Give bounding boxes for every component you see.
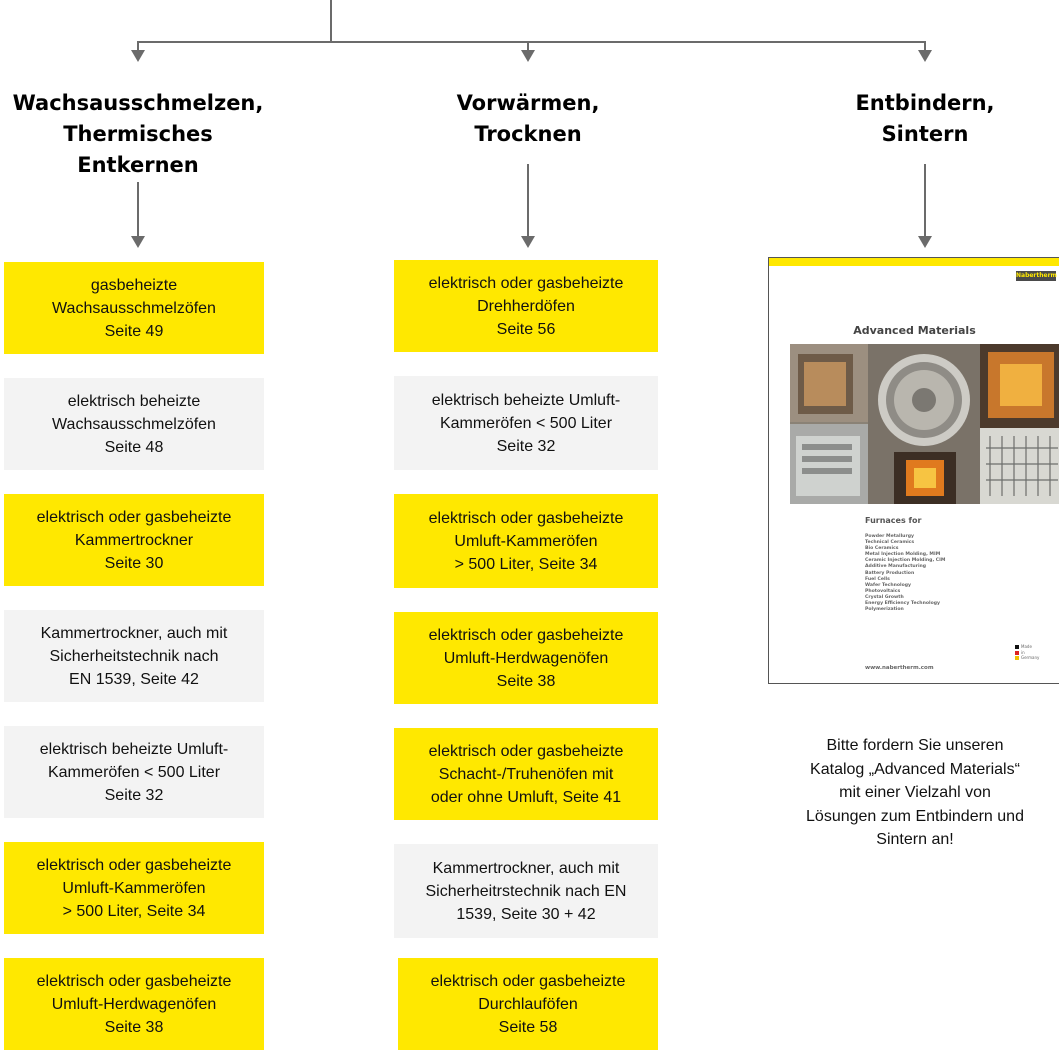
arrow-col1-top — [131, 50, 145, 62]
mark-text: in — [1021, 649, 1025, 655]
connector-col2-top — [527, 41, 529, 53]
catalog-made-in-germany: Made in Germany — [1015, 644, 1039, 661]
box-col2-7: elektrisch oder gasbeheizte Durchlauföfe… — [398, 958, 658, 1050]
mark-text: Made — [1021, 644, 1032, 649]
flag-mark-black: Made — [1015, 644, 1039, 650]
box-col1-3: elektrisch oder gasbeheizte Kammertrockn… — [4, 494, 264, 586]
box-col2-1: elektrisch oder gasbeheizte Drehherdöfen… — [394, 260, 658, 352]
catalog-color-strip — [769, 258, 1059, 266]
catalog-application-list: Powder Metallurgy Technical Ceramics Bio… — [865, 534, 945, 613]
catalog-cover: Nabertherm Advanced Materials — [768, 257, 1059, 684]
connector-col3-top — [924, 41, 926, 53]
catalog-list-item: Powder Metallurgy — [865, 534, 914, 539]
box-col1-5: elektrisch beheizte Umluft- Kammeröfen <… — [4, 726, 264, 818]
top-connector — [330, 0, 332, 42]
flag-mark-gold: Germany — [1015, 655, 1039, 661]
catalog-url: www.nabertherm.com — [865, 665, 934, 671]
box-col2-3: elektrisch oder gasbeheizte Umluft-Kamme… — [394, 494, 658, 588]
furnace-photo-collage — [790, 344, 1059, 504]
catalog-subtitle: Furnaces for — [865, 516, 922, 525]
catalog-list-item: Crystal Growth — [865, 594, 904, 600]
catalog-list-item: Photovoltaics — [865, 588, 901, 594]
box-col2-6: Kammertrockner, auch mit Sicherheitrstec… — [394, 844, 658, 938]
catalog-list-item: Energy Efficiency Technology — [865, 601, 941, 607]
box-col2-4: elektrisch oder gasbeheizte Umluft-Herdw… — [394, 612, 658, 704]
box-col1-7: elektrisch oder gasbeheizte Umluft-Herdw… — [4, 958, 264, 1050]
box-col1-6: elektrisch oder gasbeheizte Umluft-Kamme… — [4, 842, 264, 934]
arrow-col2-top — [521, 50, 535, 62]
box-col1-2: elektrisch beheizte Wachsausschmelzöfen … — [4, 378, 264, 470]
box-col2-2: elektrisch beheizte Umluft- Kammeröfen <… — [394, 376, 658, 470]
catalog-list-item: Polymerization — [865, 607, 904, 613]
catalog-list-item: Additive Manufacturing — [865, 564, 927, 570]
connector-col1-mid — [137, 182, 139, 238]
catalog-list-item: Ceramic Injection Molding, CIM — [865, 558, 946, 564]
catalog-photo-collage — [790, 344, 1059, 504]
box-col1-1: gasbeheizte Wachsausschmelzöfen Seite 49 — [4, 262, 264, 354]
horizontal-connector — [137, 41, 926, 43]
catalog-list-item: Metal Injection Molding, MIM — [865, 552, 941, 558]
arrow-col1-mid — [131, 236, 145, 248]
arrow-col3-top — [918, 50, 932, 62]
connector-col3-mid — [924, 164, 926, 238]
catalog-list-item: Battery Production — [865, 570, 915, 576]
mark-text: Germany — [1021, 655, 1040, 660]
catalog-title: Advanced Materials — [853, 324, 976, 337]
box-col2-5: elektrisch oder gasbeheizte Schacht-/Tru… — [394, 728, 658, 820]
arrow-col3-mid — [918, 236, 932, 248]
catalog-list-item: Bio Ceramics — [865, 546, 899, 552]
catalog-request-note: Bitte fordern Sie unseren Katalog „Advan… — [806, 737, 1024, 848]
box-col1-4: Kammertrockner, auch mit Sicherheitstech… — [4, 610, 264, 702]
arrow-col2-mid — [521, 236, 535, 248]
heading-wachsausschmelzen: Wachsausschmelzen, Thermisches Entkernen — [12, 91, 264, 177]
catalog-logo: Nabertherm — [1016, 271, 1057, 281]
heading-entbindern: Entbindern, Sintern — [855, 91, 995, 146]
flag-mark-red: in — [1015, 650, 1039, 656]
connector-col2-mid — [527, 164, 529, 238]
heading-vorwaermen: Vorwärmen, Trocknen — [456, 91, 600, 146]
connector-col1-top — [137, 41, 139, 53]
catalog-list-item: Wafer Technology — [865, 582, 912, 588]
catalog-list-item: Fuel Cells — [865, 576, 890, 582]
catalog-list-item: Technical Ceramics — [865, 540, 915, 546]
